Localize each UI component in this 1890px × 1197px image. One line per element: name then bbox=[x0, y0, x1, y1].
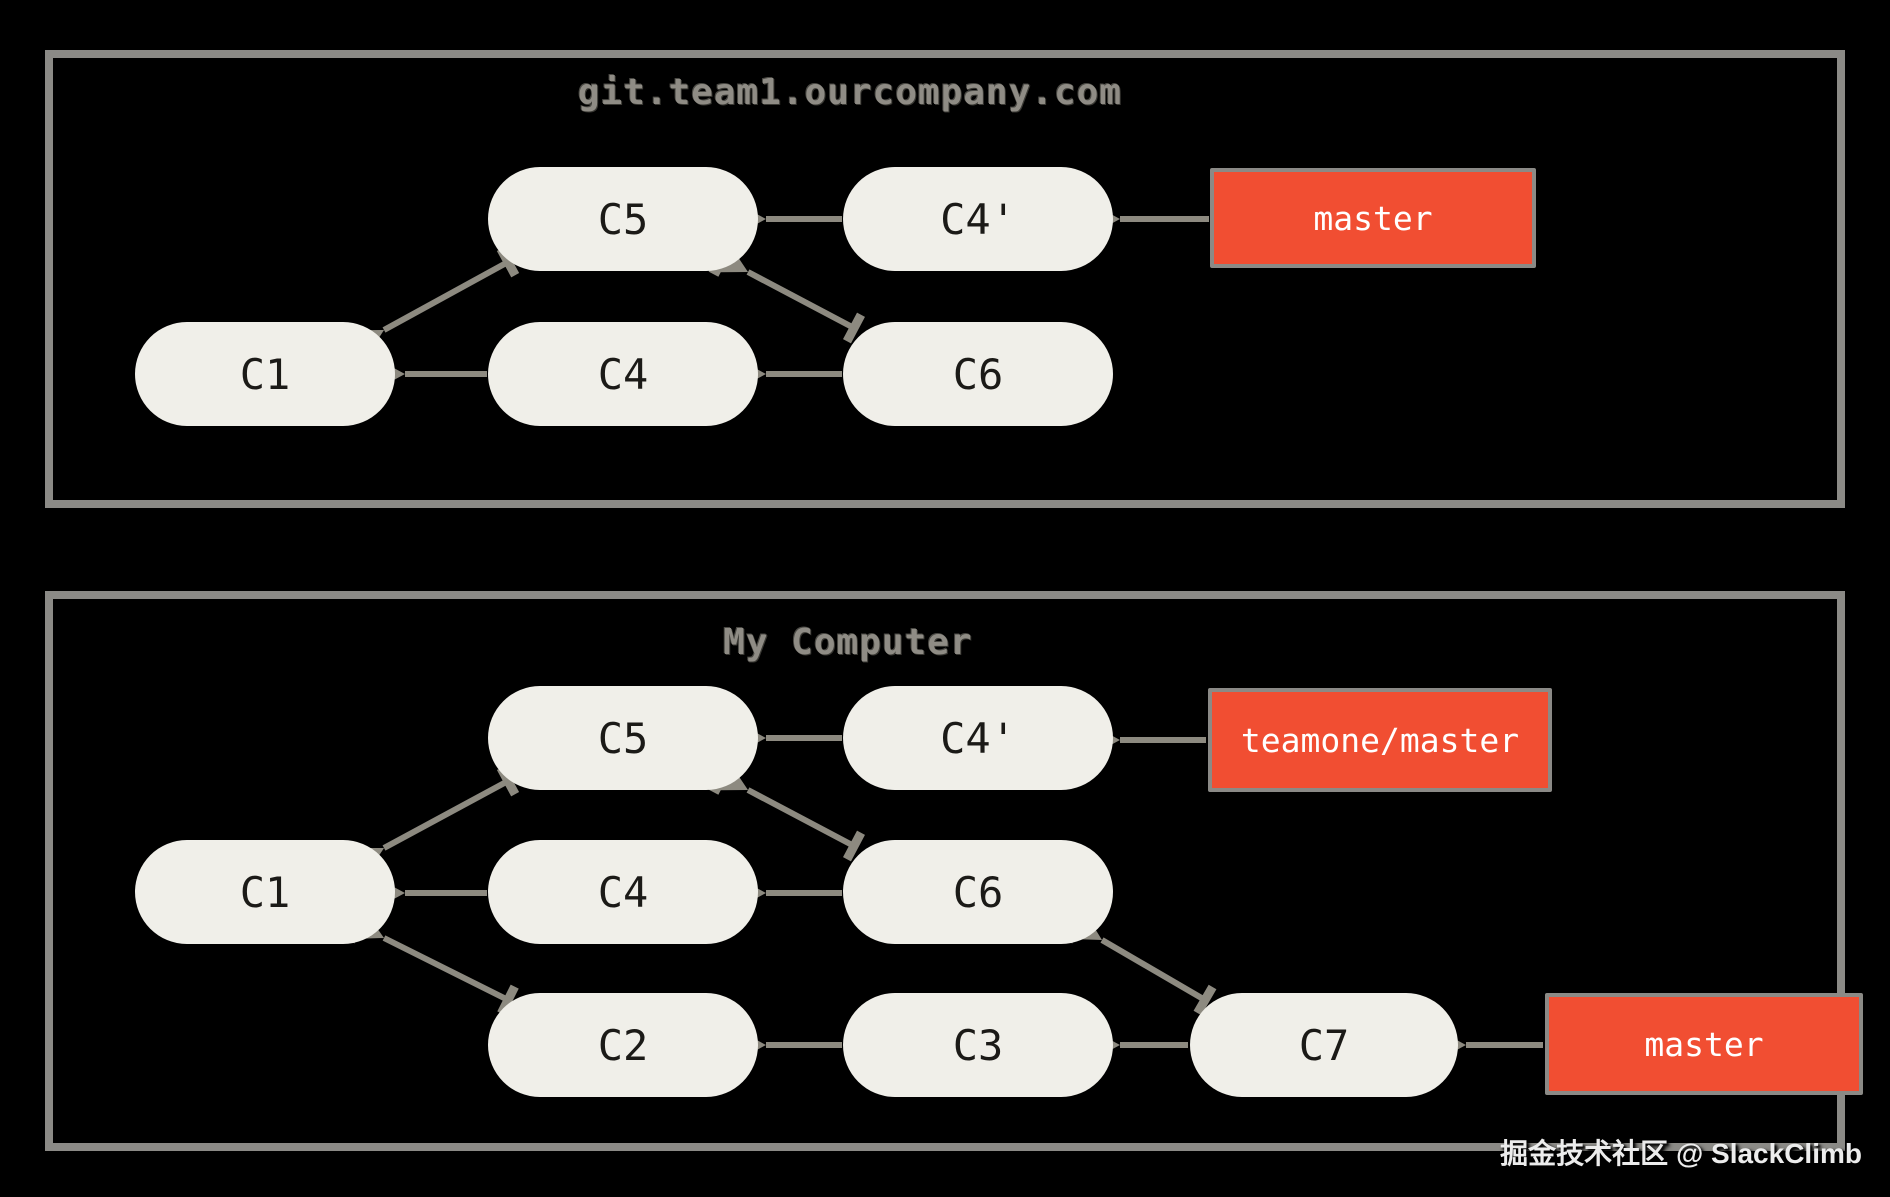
arrow-server-c6-to-c5 bbox=[708, 239, 865, 344]
arrow-local-c2-to-c1 bbox=[344, 906, 519, 1016]
commit-node-server-c4: C4 bbox=[488, 322, 758, 426]
branch-label-server-master: master bbox=[1210, 168, 1536, 268]
commit-node-local-c2: C2 bbox=[488, 993, 758, 1097]
watermark-text: 掘金技术社区 @ SlackClimb bbox=[1500, 1138, 1862, 1169]
arrow-local-c7-to-c6 bbox=[1062, 906, 1217, 1016]
commit-node-server-c4-prime: C4' bbox=[843, 167, 1113, 271]
commit-node-server-c5: C5 bbox=[488, 167, 758, 271]
commit-node-server-c6: C6 bbox=[843, 322, 1113, 426]
commit-node-local-c3: C3 bbox=[843, 993, 1113, 1097]
branch-label-teamone-master: teamone/master bbox=[1208, 688, 1552, 792]
repo-title-local: My Computer bbox=[723, 622, 973, 663]
commit-node-local-c6: C6 bbox=[843, 840, 1113, 944]
branch-label-local-master: master bbox=[1545, 993, 1863, 1095]
commit-node-local-c4: C4 bbox=[488, 840, 758, 944]
arrow-local-c5-to-c1 bbox=[344, 765, 520, 881]
arrow-local-c6-to-c5 bbox=[708, 757, 865, 862]
commit-node-local-c7: C7 bbox=[1190, 993, 1458, 1097]
repo-frame-local bbox=[45, 591, 1845, 1151]
arrow-server-c5-to-c1 bbox=[344, 246, 520, 363]
commit-node-local-c4-prime: C4' bbox=[843, 686, 1113, 790]
repo-frame-server bbox=[45, 50, 1845, 508]
commit-node-server-c1: C1 bbox=[135, 322, 395, 426]
commit-node-local-c1: C1 bbox=[135, 840, 395, 944]
repo-title-server: git.team1.ourcompany.com bbox=[577, 72, 1123, 113]
commit-node-local-c5: C5 bbox=[488, 686, 758, 790]
